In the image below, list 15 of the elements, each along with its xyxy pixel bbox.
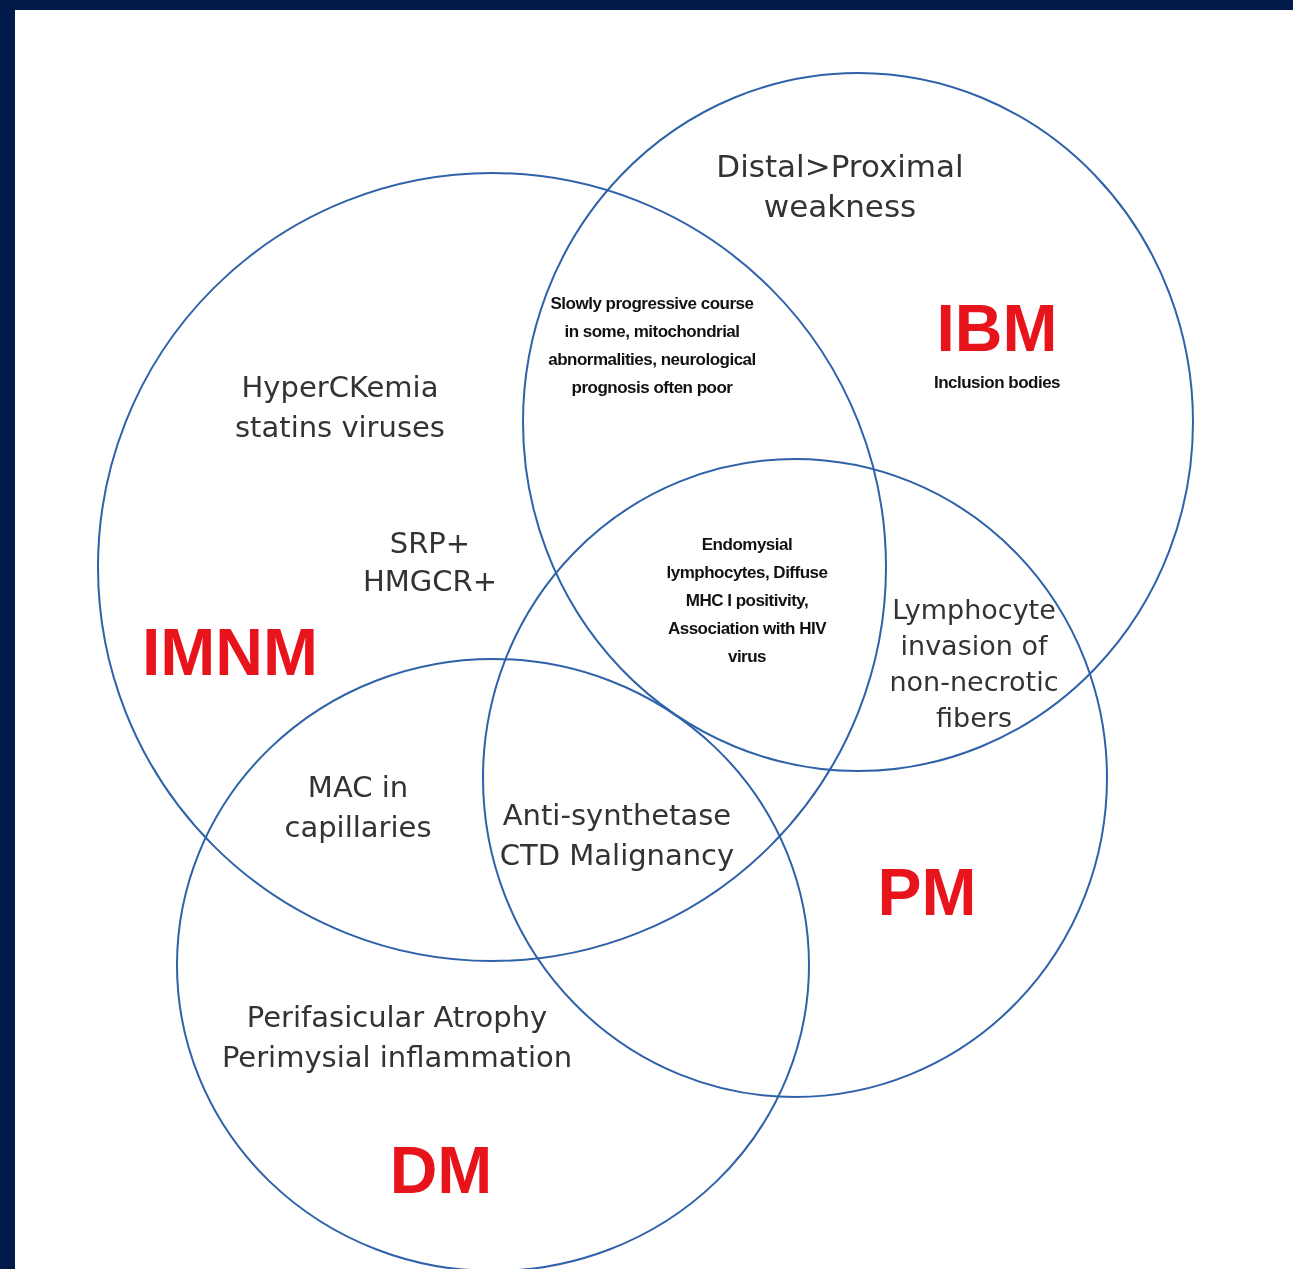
set-label: IBM bbox=[936, 295, 1058, 361]
region-text: Perifasicular Atrophy Perimysial inflammation bbox=[220, 999, 574, 1076]
venn-circle bbox=[522, 72, 1194, 772]
region-text: Distal>Proximal weakness bbox=[715, 147, 965, 226]
set-label: IMNM bbox=[142, 619, 318, 685]
set-label: DM bbox=[389, 1137, 493, 1203]
region-text: Anti-synthetase CTD Malignancy bbox=[498, 797, 736, 874]
region-text: Slowly progressive course in some, mitochondrial abnormalities, neurological prognosis often poor bbox=[547, 293, 757, 399]
set-description: Inclusion bodies bbox=[933, 373, 1061, 393]
region-text: MAC in capillaries bbox=[283, 769, 433, 846]
region-text: SRP+ HMGCR+ bbox=[362, 525, 498, 600]
region-text: HyperCKemia statins viruses bbox=[234, 369, 446, 446]
set-label: PM bbox=[877, 859, 977, 925]
region-text: Lymphocyte invasion of non-necrotic fibers bbox=[888, 593, 1060, 735]
region-text: Endomysial lymphocytes, Diffuse MHC I positivity, Association with HIV virus bbox=[665, 534, 829, 668]
